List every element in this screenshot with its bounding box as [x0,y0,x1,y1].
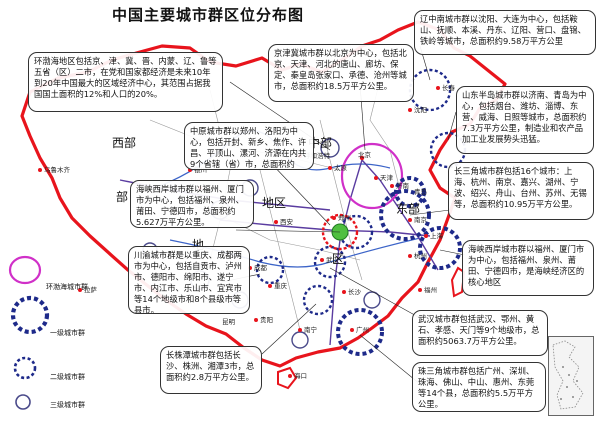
city-label-wuhan: 武汉 [326,256,339,264]
city-label-xian: 西安 [280,218,293,226]
callout-wuhan: 武汉城市群包括武汉、鄂州、黄石、孝感、天门等9个地级市，总面积约5063.7万平… [412,310,548,356]
callout-zhusanjiao: 珠三角城市群包括广州、深圳、珠海、佛山、中山、惠州、东莞等14个县，总面积约5.… [412,362,546,412]
city-label-haikou: 海口 [294,372,307,380]
legend-label-tier2: 二级城市群 [50,373,85,381]
inset-map-drawing [552,340,584,410]
legend-label-bay: 环渤海城市群 [46,283,88,291]
legend-label-tier3: 三级城市群 [50,401,85,409]
callout-bohai: 环渤海地区包括京、津、冀、晋、内蒙、辽、鲁等五省（区）二市，在党和国家都经济是未… [28,52,223,112]
city-label-nanning: 南宁 [304,326,317,334]
city-label-zhengzhou: 郑州 [338,214,351,222]
city-label-tianjin: 天津 [380,174,393,182]
city-label-taiyuan: 太原 [334,164,347,172]
callout-changjiang: 长三角城市群包括16个城市：上海、杭州、南京、嘉兴、湖州、宁波、绍兴、舟山、台州… [448,162,594,220]
region-label-qu: 区 [332,252,345,266]
city-label-chengdu: 成都 [254,264,267,272]
region-label-west-2: 部 [116,190,129,204]
region-label-di-2: 地区 [262,196,287,210]
city-label-shanghai: 上海 [430,232,443,240]
city-label-yinchuan: 银川 [194,166,207,174]
city-label-qingdao: 青岛 [414,188,427,196]
city-label-nanjing: 南京 [414,216,427,224]
city-label-changchun: 长春 [442,84,455,92]
region-label-east: 东部 [396,202,421,216]
city-label-lasa: 拉萨 [84,286,97,294]
city-label-fuzhou: 福州 [424,286,437,294]
city-label-guangzhou: 广州 [356,326,369,334]
hainan-island [277,366,298,390]
callout-jingjinji: 京津冀城市群以北京为中心，包括北京、天津、河北的唐山、廊坊、保定、秦皇岛张家口、… [268,44,414,102]
callout-liaozhongnan: 辽中南城市群以沈阳、大连为中心，包括鞍山、抚顺、本溪、丹东、辽阳、营口、盘锦、铁… [414,10,596,55]
callout-zhongyuan: 中原城市群以郑州、洛阳为中心，包括开封、新乡、焦作、许昌、平顶山、漯河、济源在内… [184,122,314,170]
city-label-wulumuqi: 乌鲁木齐 [44,166,70,174]
legend-label-tier1: 一级城市群 [50,329,85,337]
city-label-changsha: 长沙 [348,288,361,296]
legend-tier1-symbol [10,295,50,335]
city-label-huhehaote: 呼和浩特 [304,152,330,160]
map-title: 中国主要城市群区位分布图 [112,6,305,24]
central-hub-outer [321,213,359,251]
region-label-central: 中部 [308,136,333,150]
callout-haixi: 海峡西岸城市群以福州、厦门市为中心，包括福州、泉州、莆田、宁德四市，总面积约5.… [130,180,254,228]
rail-lines [119,159,439,346]
region-label-west: 西部 [112,136,137,150]
city-label-shenyang: 沈阳 [414,106,427,114]
legend-bay-symbol [8,255,42,285]
tier1-clusters [336,176,462,356]
city-label-beijing: 北京 [358,151,371,159]
callout-shandong: 山东半岛城市群以济南、青岛为中心，包括烟台、潍坊、淄博、东营、威海、日照等城市，… [456,86,594,154]
callout-changzhutan: 长株潭城市群包括长沙、株洲、湘潭3市，总面积约2.8万平方公里。 [160,346,262,394]
bohai-ring [340,142,404,210]
legend-tier2-symbol [13,356,37,380]
city-label-hangzhou: 杭州 [414,252,427,260]
callout-haixi-2: 海峡西岸城市群以福州、厦门市为中心，包括福州、泉州、莆田、宁德四市，是海峡经济区… [462,240,594,296]
city-label-guiyang: 贵阳 [260,316,273,324]
city-label-chongqing: 重庆 [274,282,287,290]
callout-chuanyu: 川渝城市群是以重庆、成都两市为中心，包括自贡市、泸州市、德阳市、绵阳市、遂宁市、… [128,246,250,314]
legend-tier3-symbol [15,394,31,410]
city-label-jinan: 济南 [396,182,409,190]
south-china-sea-inset [548,336,594,416]
city-label-kunming: 昆明 [222,318,235,326]
